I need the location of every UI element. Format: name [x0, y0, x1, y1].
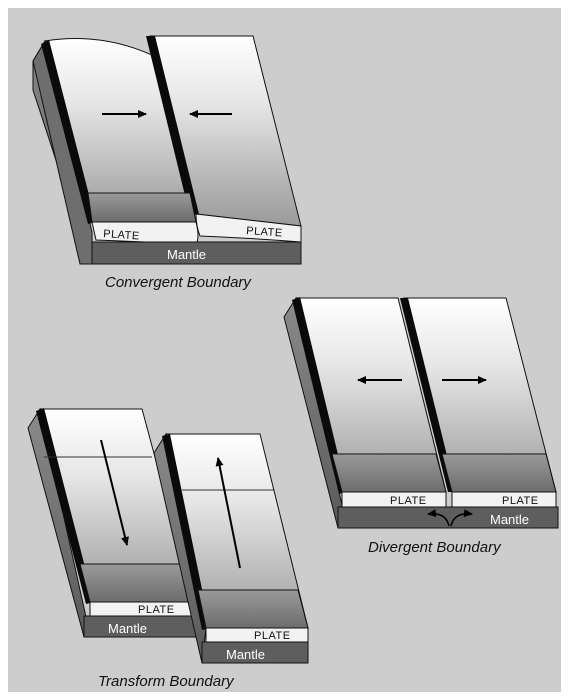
transform-plate-label-right: PLATE — [254, 630, 291, 642]
transform-right-lower-band — [197, 589, 309, 629]
divergent-upwelling-arrow-left — [427, 509, 450, 527]
divergent-left-lower-band — [331, 453, 447, 493]
convergent-boundary-diagram: PLATE PLATE Mantle Convergent Boundary — [32, 35, 302, 291]
divergent-left-edge-stripe — [292, 297, 347, 494]
transform-plate-label-left: PLATE — [138, 604, 175, 616]
divergent-mantle-label: Mantle — [490, 512, 529, 527]
transform-arrow-up — [215, 457, 241, 569]
convergent-mantle-label: Mantle — [167, 247, 206, 262]
divergent-right-lower-band — [441, 453, 557, 493]
convergent-right-edge-stripe — [146, 36, 199, 216]
transform-left-lower-band — [79, 563, 195, 603]
convergent-caption: Convergent Boundary — [105, 274, 252, 291]
divergent-upwelling-arrow-right — [450, 509, 473, 527]
divergent-plate-label-left: PLATE — [390, 495, 427, 507]
transform-arrow-down — [100, 439, 129, 546]
transform-right-edge-stripe — [162, 434, 210, 630]
divergent-mantle-block — [337, 506, 559, 529]
transform-right-mantle-block — [201, 641, 309, 664]
convergent-plate-label-left: PLATE — [103, 228, 140, 243]
convergent-left-lower-band — [87, 192, 197, 223]
convergent-left-edge-stripe — [41, 40, 96, 224]
transform-caption: Transform Boundary — [98, 673, 235, 690]
transform-boundary-diagram: PLATE PLATE Mantle Mantle Transform Boun… — [27, 407, 309, 690]
divergent-caption: Divergent Boundary — [368, 539, 502, 556]
divergent-boundary-diagram: PLATE PLATE Mantle Divergent Boundary — [283, 296, 559, 556]
convergent-plate-label-right: PLATE — [246, 225, 283, 240]
divergent-plate-label-right: PLATE — [502, 495, 539, 507]
transform-mantle-label-right: Mantle — [226, 647, 265, 662]
transform-mantle-label-left: Mantle — [108, 621, 147, 636]
divergent-right-edge-stripe — [400, 298, 456, 492]
convergent-right-plate-slab — [195, 213, 302, 243]
convergent-mantle-block — [91, 241, 302, 265]
